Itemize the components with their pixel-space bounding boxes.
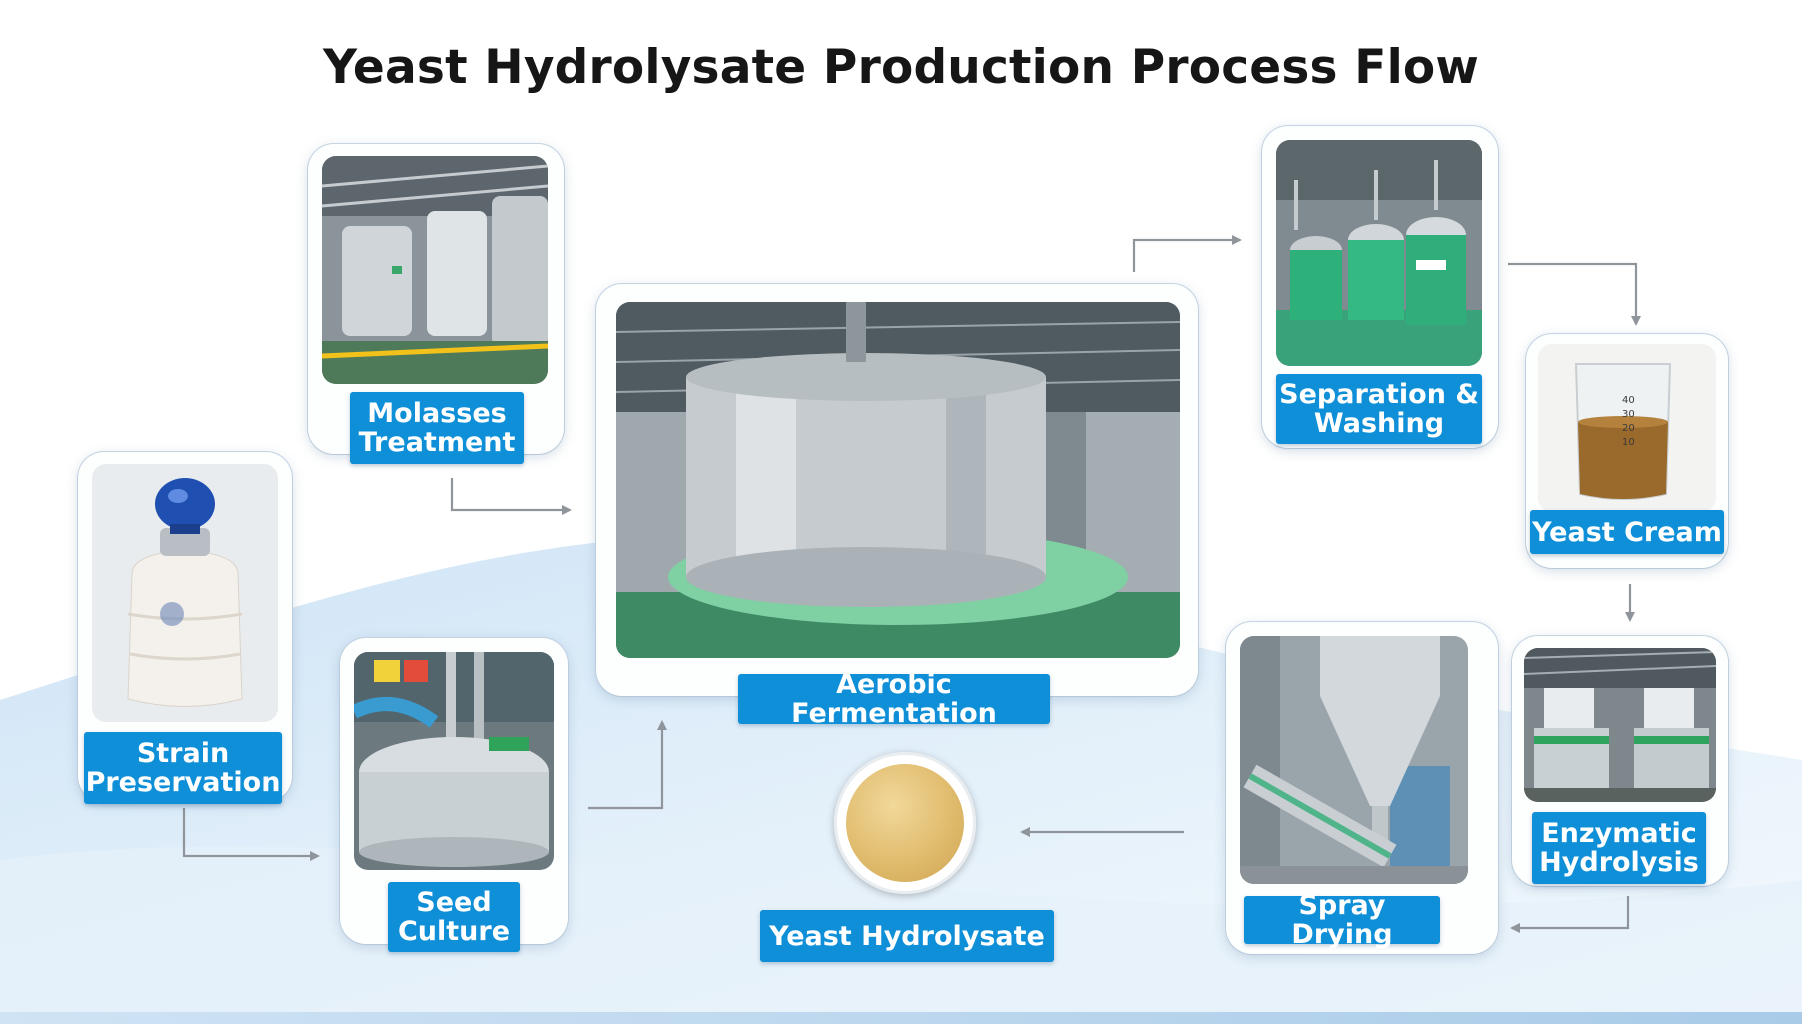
scale-mark: 10: [1622, 437, 1635, 448]
label-seed-culture: Seed Culture: [388, 882, 520, 952]
beaker-photo: [1538, 344, 1716, 512]
dewar-photo: [92, 464, 278, 722]
step-card-seed-culture[interactable]: Seed Culture: [340, 638, 568, 952]
fermenter-photo: [616, 302, 1180, 658]
powder-dish-photo: [834, 752, 976, 894]
label-spray-drying: Spray Drying: [1244, 891, 1440, 949]
label-yeast-hydrolysate: Yeast Hydrolysate: [760, 910, 1054, 962]
step-card-strain-preservation[interactable]: Strain Preservation: [78, 452, 292, 804]
step-card-spray-drying[interactable]: Spray Drying: [1226, 622, 1498, 954]
label-enzymatic-hydrolysis: Enzymatic Hydrolysis: [1532, 812, 1706, 884]
beaker-scale: 40 30 20 10: [1622, 394, 1635, 450]
scale-mark: 30: [1622, 409, 1635, 420]
step-card-aerobic-fermentation[interactable]: Aerobic Fermentation: [596, 284, 1198, 728]
step-card-separation-washing[interactable]: Separation & Washing: [1262, 126, 1498, 448]
scale-mark: 40: [1622, 395, 1635, 406]
step-card-molasses-treatment[interactable]: Molasses Treatment: [308, 144, 564, 464]
spray-dryer-photo: [1240, 636, 1468, 884]
page-title: Yeast Hydrolysate Production Process Flo…: [322, 40, 1479, 95]
label-separation-washing: Separation & Washing: [1276, 374, 1482, 444]
label-aerobic-fermentation: Aerobic Fermentation: [738, 670, 1050, 728]
label-yeast-cream: Yeast Cream: [1530, 510, 1724, 554]
step-card-yeast-cream[interactable]: 40 30 20 10 Yeast Cream: [1526, 334, 1728, 568]
step-card-enzymatic-hydrolysis[interactable]: Enzymatic Hydrolysis: [1512, 636, 1728, 886]
yeast-powder: [846, 764, 964, 882]
separators-photo: [1276, 140, 1482, 366]
tank-hall-photo: [322, 156, 548, 384]
seed-tank-photo: [354, 652, 554, 870]
label-strain-preservation: Strain Preservation: [84, 732, 282, 804]
hydrolysis-tanks-photo: [1524, 648, 1716, 802]
label-molasses-treatment: Molasses Treatment: [350, 392, 524, 464]
scale-mark: 20: [1622, 423, 1635, 434]
